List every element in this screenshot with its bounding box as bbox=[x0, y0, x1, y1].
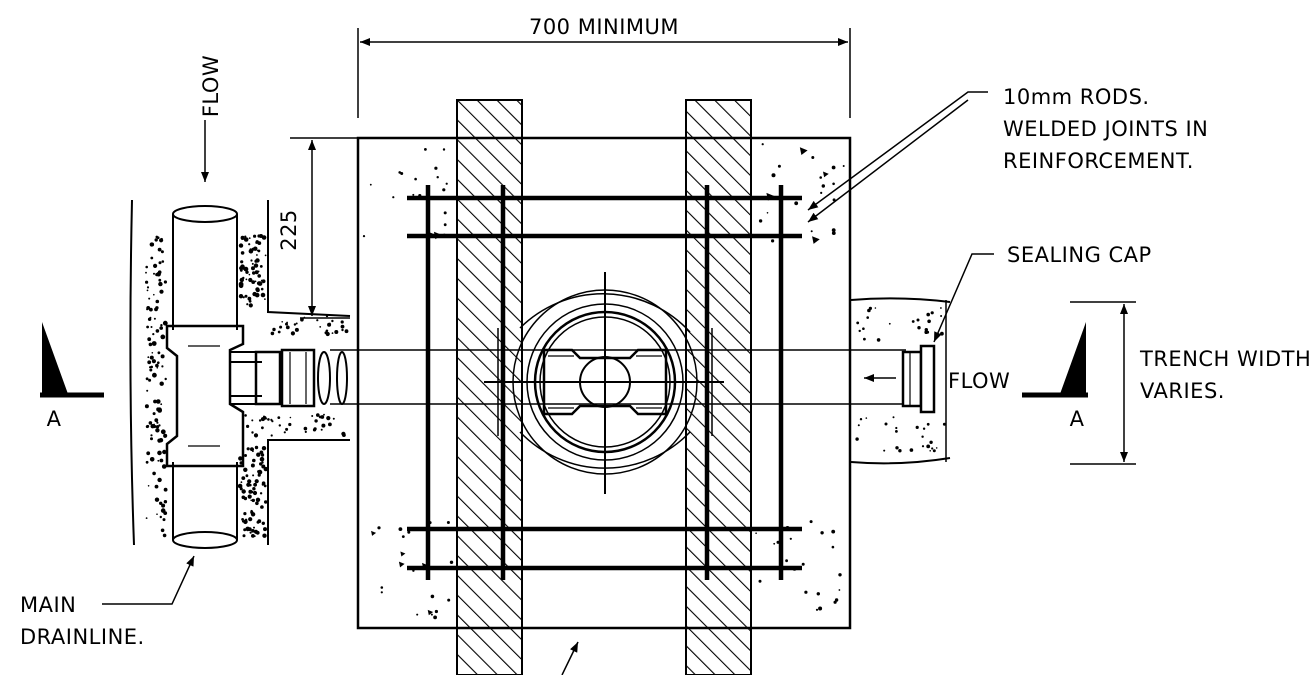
section-letter-left: A bbox=[47, 407, 62, 431]
flow-label-vertical: FLOW bbox=[199, 55, 223, 117]
section-letter-right: A bbox=[1070, 407, 1085, 431]
rods-line-2: WELDED JOINTS IN bbox=[1003, 117, 1208, 141]
callout-rods: 10mm RODS. WELDED JOINTS IN REINFORCEMEN… bbox=[807, 85, 1208, 223]
bottom-leader bbox=[561, 641, 579, 675]
trench-backfill bbox=[855, 306, 946, 453]
right-trench bbox=[850, 297, 951, 465]
flow-label-branch: FLOW bbox=[948, 369, 1010, 393]
chamber-base-fitting bbox=[484, 272, 724, 494]
main-drainline bbox=[129, 199, 351, 549]
flow-indicator-branch: FLOW bbox=[864, 369, 1010, 393]
rods-line-3: REINFORCEMENT. bbox=[1003, 149, 1194, 173]
reinforcement-rods bbox=[407, 185, 802, 580]
dimension-700-label: 700 MINIMUM bbox=[529, 15, 679, 39]
rods-line-1: 10mm RODS. bbox=[1003, 85, 1150, 109]
drainline-backfill bbox=[144, 234, 349, 538]
callout-sealing-cap: SEALING CAP bbox=[933, 243, 1152, 343]
flow-indicator-main: FLOW bbox=[199, 55, 223, 182]
main-drain-line-2: DRAINLINE. bbox=[20, 625, 145, 649]
trench-line-2: VARIES. bbox=[1140, 379, 1225, 403]
branch-pipe bbox=[230, 344, 936, 414]
section-marker-right: A bbox=[1022, 322, 1088, 431]
dimension-225-label: 225 bbox=[277, 209, 301, 251]
callout-main-drainline: MAIN DRAINLINE. bbox=[20, 555, 195, 649]
main-drain-line-1: MAIN bbox=[20, 593, 76, 617]
section-marker-left: A bbox=[40, 322, 104, 431]
dimension-225: 225 bbox=[277, 137, 358, 319]
trench-line-1: TRENCH WIDTH bbox=[1139, 347, 1309, 371]
trench-width-dimension: TRENCH WIDTH VARIES. bbox=[1070, 301, 1309, 465]
sealing-cap-label: SEALING CAP bbox=[1007, 243, 1152, 267]
dimension-700: 700 MINIMUM bbox=[357, 15, 851, 118]
